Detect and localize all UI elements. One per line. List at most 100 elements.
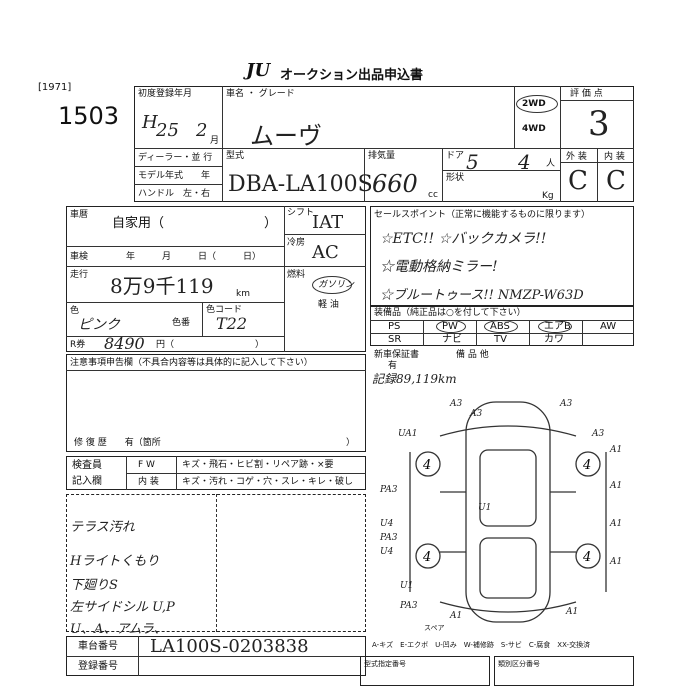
recycle-value: 8490	[104, 334, 145, 353]
lot-number: 1503	[58, 102, 120, 130]
damage-label: A1	[609, 557, 622, 567]
color-label: 色	[70, 306, 80, 316]
ac-label: 冷房	[287, 238, 306, 248]
first-reg-era: H	[142, 112, 158, 133]
form-code: [1971]	[38, 82, 72, 93]
mileage-note: 記録89,119km	[372, 372, 457, 386]
fuel-value: ガソリン	[318, 280, 355, 290]
equip-airbag-circle[interactable]	[538, 320, 572, 333]
handle-label: ハンドル 左・右	[138, 189, 211, 199]
wheel-mark-fl: 4	[422, 458, 431, 473]
drive-2wd-option[interactable]	[516, 95, 558, 113]
inspector-label: 検査員	[72, 460, 102, 471]
model-year-label: モデル年式 年	[138, 171, 211, 181]
first-reg-year: 25	[156, 120, 179, 141]
interior-label: 内 装	[604, 152, 625, 162]
displacement-value: 660	[372, 170, 418, 198]
warranty-note-label: 備 品 他	[456, 350, 489, 360]
form-title: オークション出品申込書	[280, 68, 424, 83]
fuel-circle[interactable]	[312, 276, 352, 294]
spec-box-2	[494, 656, 634, 686]
equip-tv: TV	[494, 334, 507, 345]
chassis-label: 車台番号	[78, 641, 118, 652]
equip-abs-circle[interactable]	[484, 320, 518, 333]
notes-box	[66, 354, 366, 452]
damage-label: U4	[380, 519, 394, 529]
damage-label: A3	[559, 399, 572, 409]
color-code-label: 色コード	[206, 305, 243, 315]
recycle-label: R券	[70, 340, 86, 350]
damage-label: UA1	[398, 429, 418, 439]
equip-navi: ナビ	[442, 334, 462, 345]
wheel-mark-rl: 4	[422, 550, 431, 565]
inspector-note-5: U、A、アムラ、	[70, 622, 167, 637]
sales-point-1: ☆ETC!! ☆バックカメラ!!	[380, 231, 547, 247]
color-code-value: T22	[216, 314, 248, 333]
damage-label: A1	[565, 607, 578, 617]
damage-label: A3	[449, 399, 462, 409]
damage-label: A1	[449, 611, 462, 621]
equipment-label: 装備品（純正品は○を付して下さい）	[374, 308, 526, 318]
logo: JU	[246, 60, 271, 81]
registration-box	[66, 206, 366, 352]
grade-value: 3	[588, 104, 610, 144]
exterior-label: 外 装	[566, 152, 587, 162]
mileage-value: 8万9千119	[110, 274, 214, 298]
mileage-label: 走行	[70, 270, 89, 280]
car-name-label: 車名 ・ グレード	[226, 89, 295, 99]
drive-4wd: 4WD	[522, 124, 546, 134]
drive-2wd: 2WD	[522, 99, 546, 109]
damage-label: U1	[400, 581, 413, 591]
equip-aw: AW	[600, 321, 617, 332]
seats-value: 4	[518, 150, 531, 174]
first-reg-label: 初度登録年月	[138, 89, 193, 99]
inspector-note-4: 左サイドシル U,P	[70, 600, 175, 615]
damage-label: PA3	[399, 601, 418, 611]
inspector-note-3: 下廻りS	[70, 578, 118, 593]
doors-label: ドア	[446, 151, 465, 161]
warranty-value: 有	[388, 361, 398, 371]
damage-label: U1	[478, 503, 491, 513]
displacement-unit: cc	[428, 190, 438, 200]
record-label: 記入欄	[72, 476, 102, 487]
damage-label: A1	[609, 519, 622, 529]
spec-box-2-label: 類別区分番号	[498, 660, 540, 668]
shift-label: シフト	[287, 208, 315, 218]
interior-grade: C	[606, 166, 626, 196]
wheel-mark-fr: 4	[582, 458, 591, 473]
first-reg-month-suffix: 月	[210, 136, 220, 146]
equipment-box	[370, 306, 634, 346]
equip-leather: カワ	[544, 334, 564, 345]
damage-label: A1	[609, 445, 622, 455]
fuel-label: 燃料	[287, 270, 306, 280]
displacement-label: 排気量	[368, 151, 396, 161]
weight-unit: Kg	[542, 191, 554, 201]
fw-row: キズ・飛石・ヒビ割・リペア跡・×要	[182, 460, 334, 470]
shift-value: IAT	[312, 212, 344, 233]
notes-label: 注意事項申告欄（不具合内容等は具体的に記入して下さい）	[70, 358, 313, 368]
damage-label: A1	[609, 481, 622, 491]
damage-legend: A-キズ E-エクボ U-凹み W-補修跡 S-サビ C-腐食 XX-交換済	[372, 641, 591, 649]
history-value: 自家用（	[112, 216, 165, 231]
spare-label: スペア	[424, 624, 445, 632]
doors-value: 5	[466, 150, 479, 174]
repair-label: 修 復 歴 有（箇所	[74, 438, 161, 448]
equip-pw-circle[interactable]	[436, 320, 466, 333]
wheel-icons	[415, 451, 601, 569]
inspector-note-2: Hライトくもり	[70, 554, 160, 569]
repair-close: ）	[346, 438, 356, 448]
type-value: DBA-LA100S	[228, 172, 373, 197]
equip-sr: SR	[388, 334, 402, 345]
color-value: ピンク	[78, 317, 120, 333]
interior-row-label: 内 装	[138, 477, 159, 487]
sales-point-2: ☆電動格納ミラー!	[380, 259, 498, 275]
diesel-label: 軽 油	[318, 300, 339, 310]
shape-label: 形状	[446, 173, 465, 183]
inspector-note-1: テラス汚れ	[70, 520, 135, 535]
inspection-label: 車検	[70, 252, 89, 262]
color-no-label: 色番	[172, 318, 191, 328]
history-label: 車暦	[70, 210, 89, 220]
inspection-text: 年 月 日（ 日）	[126, 252, 262, 262]
mileage-unit: km	[236, 289, 250, 299]
sales-points-box	[370, 206, 634, 306]
